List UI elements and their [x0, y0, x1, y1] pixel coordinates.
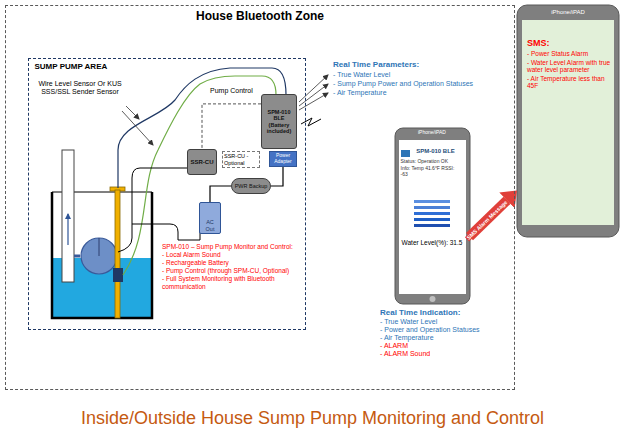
adapter-box-text: Power Adapter — [271, 153, 295, 165]
adapter-box: Power Adapter — [269, 151, 297, 167]
outlet-box-text: AC Out — [201, 219, 219, 232]
phone-app-text: Water Level(%): 31.5 — [400, 239, 465, 246]
outlet-box: AC Out — [199, 202, 221, 234]
zone-boundary-text: House Bluetooth Zone — [6, 10, 514, 24]
area-boundary-text: SUMP PUMP AREA — [35, 62, 305, 71]
discharge-pipe — [62, 150, 74, 282]
controller-box: SPM-010 BLE (Battery included) — [261, 94, 297, 149]
parameter-arrows — [299, 75, 328, 126]
phone-middle — [395, 128, 470, 304]
battery-box: PWR Backup — [231, 178, 271, 194]
phone-sms-text: - Air Temperature less than 45F — [527, 75, 611, 90]
level-bar — [414, 218, 450, 221]
feature-item: - Rechargeable Battery — [162, 259, 302, 267]
level-bar — [414, 224, 450, 227]
phone-app-text: Status: Operation OK — [401, 159, 463, 165]
pump-outlet — [74, 255, 80, 258]
parameter-item: - True Water Level — [333, 71, 508, 79]
arrow-line — [299, 84, 328, 106]
feature-item: - Local Alarm Sound — [162, 251, 302, 259]
phone-app: iPhone/iPAD SPM-010 BLE Status: Operation … — [395, 128, 470, 304]
phone-app-text: Info: Temp 41.6°F RSSI: -63 — [401, 166, 463, 178]
phone-app-text: SPM-010 BLE — [411, 148, 461, 155]
power-line — [271, 167, 283, 187]
battery-box-text: PWR Backup — [235, 183, 268, 189]
phone-bezel — [517, 5, 619, 237]
pump — [74, 238, 117, 274]
sensor-float — [113, 268, 123, 282]
parameter-item: - Air Temperature — [333, 89, 508, 97]
power-line — [210, 186, 231, 202]
relay-box: SSR-CU — [187, 149, 217, 175]
indication-item: - Power and Operation Statuses — [380, 326, 510, 334]
phone-screen — [522, 20, 614, 225]
phone-sms-text: - Power Status Alarm — [527, 50, 611, 57]
app-logo — [401, 150, 410, 157]
level-bar — [414, 200, 450, 203]
parameter-heading: Real Time Parameters: — [333, 60, 508, 70]
feature-item: - Full System Monitoring with Bluetooth … — [162, 275, 302, 291]
phone-sms: iPhone/iPAD SMS: - Power Status Alarm - Wat… — [517, 5, 619, 237]
indication-item: - True Water Level — [380, 318, 510, 326]
phone-sms-text: SMS: — [527, 38, 611, 48]
phone-bezel — [395, 128, 470, 304]
sensor-rod — [115, 190, 120, 318]
leader-line — [122, 111, 153, 145]
arrow-line — [299, 75, 328, 102]
phone-right — [517, 5, 619, 237]
phone-sms-text: iPhone/iPAD — [517, 9, 619, 16]
control-line — [202, 104, 261, 149]
pump-body — [81, 238, 117, 274]
indication-item: - Air Temperature — [380, 334, 510, 342]
feature-item: - Pump Control (through SPM-CU, Optional… — [162, 267, 302, 275]
signal-label: Pump Control — [210, 87, 256, 95]
phone-app-text: iPhone/iPAD — [395, 130, 470, 136]
edge-label: SMS Alarm Message — [465, 198, 509, 241]
plug-wire — [132, 224, 200, 240]
home-button — [430, 296, 436, 302]
option-label: SSR-CU - Optional — [222, 151, 260, 168]
sensor-label: Wire Level Sensor Or KUS SSS/SSL Sender … — [34, 80, 126, 97]
flow-arrow — [67, 214, 68, 245]
controller-box-text: SPM-010 BLE (Battery included) — [263, 109, 295, 134]
indication-heading: Real Time Indication: — [380, 308, 510, 318]
caption: Inside/Outside House Sump Pump Monitorin… — [0, 408, 625, 429]
level-sensor — [110, 187, 125, 318]
phone-sms-text: - Water Level Alarm with true water leve… — [527, 59, 611, 74]
arrow-line — [299, 93, 328, 110]
parameter-item: - Sump Pump Power and Operation Statuses — [333, 80, 508, 88]
relay-box-text: SSR-CU — [190, 159, 213, 166]
phone-screen — [399, 140, 466, 294]
indication-item: - ALARM — [380, 342, 510, 350]
wireless-symbol — [301, 118, 321, 126]
feature-heading: SPM-010 – Sump Pump Monitor and Control: — [162, 243, 302, 251]
level-bar — [414, 206, 450, 209]
level-bar — [414, 212, 450, 215]
pipe — [62, 150, 74, 282]
indication-item: - ALARM Sound — [380, 350, 510, 358]
pump-shaft — [99, 238, 100, 256]
